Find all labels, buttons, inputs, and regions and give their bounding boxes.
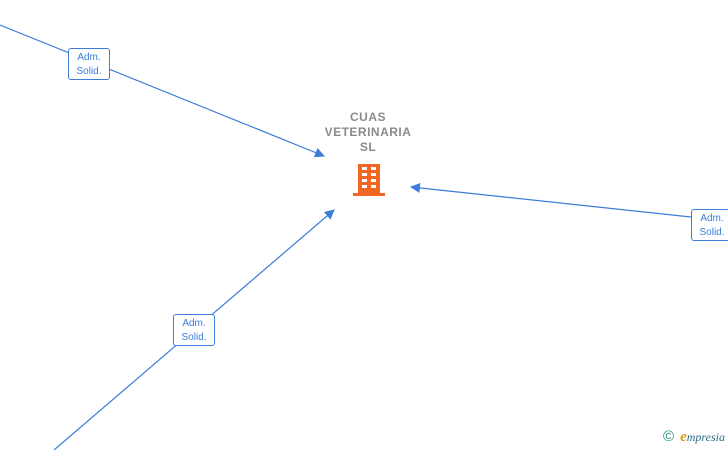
role-label-3-line-2: Solid. [181,332,207,343]
role-label-1[interactable]: Adm. Solid. [68,48,110,80]
brand-logo[interactable]: empresia [680,429,725,445]
role-label-3[interactable]: Adm. Solid. [173,314,215,346]
company-name-line-3: SL [359,140,377,154]
brand-logo-rest: mpresia [686,430,725,444]
brand-logo-initial: e [680,429,687,445]
company-name[interactable]: CUAS VETERINARIA SL [308,110,428,155]
role-label-2-line-2: Solid. [699,227,725,238]
role-label-2[interactable]: Adm. Solid. [691,209,728,241]
role-label-1-line-2: Solid. [76,66,102,77]
role-label-1-line-1: Adm. [77,52,101,63]
copyright-icon: © [663,428,675,445]
building-icon[interactable] [353,162,385,196]
copyright-footer: © empresia [663,428,725,446]
relation-link-2 [410,182,728,222]
role-label-2-line-1: Adm. [700,213,724,224]
company-name-line-2: VETERINARIA [324,125,412,139]
relation-link-1 [0,24,325,158]
company-name-line-1: CUAS [349,110,386,124]
role-label-3-line-1: Adm. [182,318,206,329]
